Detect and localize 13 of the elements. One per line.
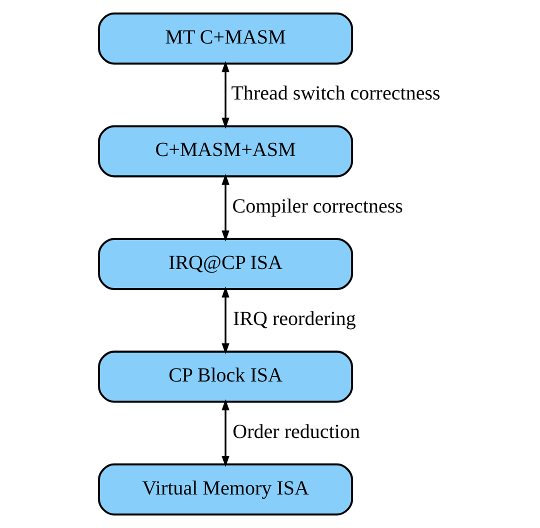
node-box: C+MASM+ASM [98,125,354,178]
edge-label: Compiler correctness [232,195,403,218]
edge-label: IRQ reordering [232,308,356,330]
arrow [222,61,230,129]
edge-label: Order reduction [232,420,360,443]
node-box: Virtual Memory ISA [98,463,354,516]
arrow [222,174,230,242]
arrow [222,286,230,354]
node-box: CP Block ISA [98,350,354,403]
arrow [222,399,230,467]
node-box: MT C+MASM [98,12,354,65]
edge-label: Thread switch correctness [231,82,440,105]
node-box: IRQ@CP ISA [98,238,354,290]
